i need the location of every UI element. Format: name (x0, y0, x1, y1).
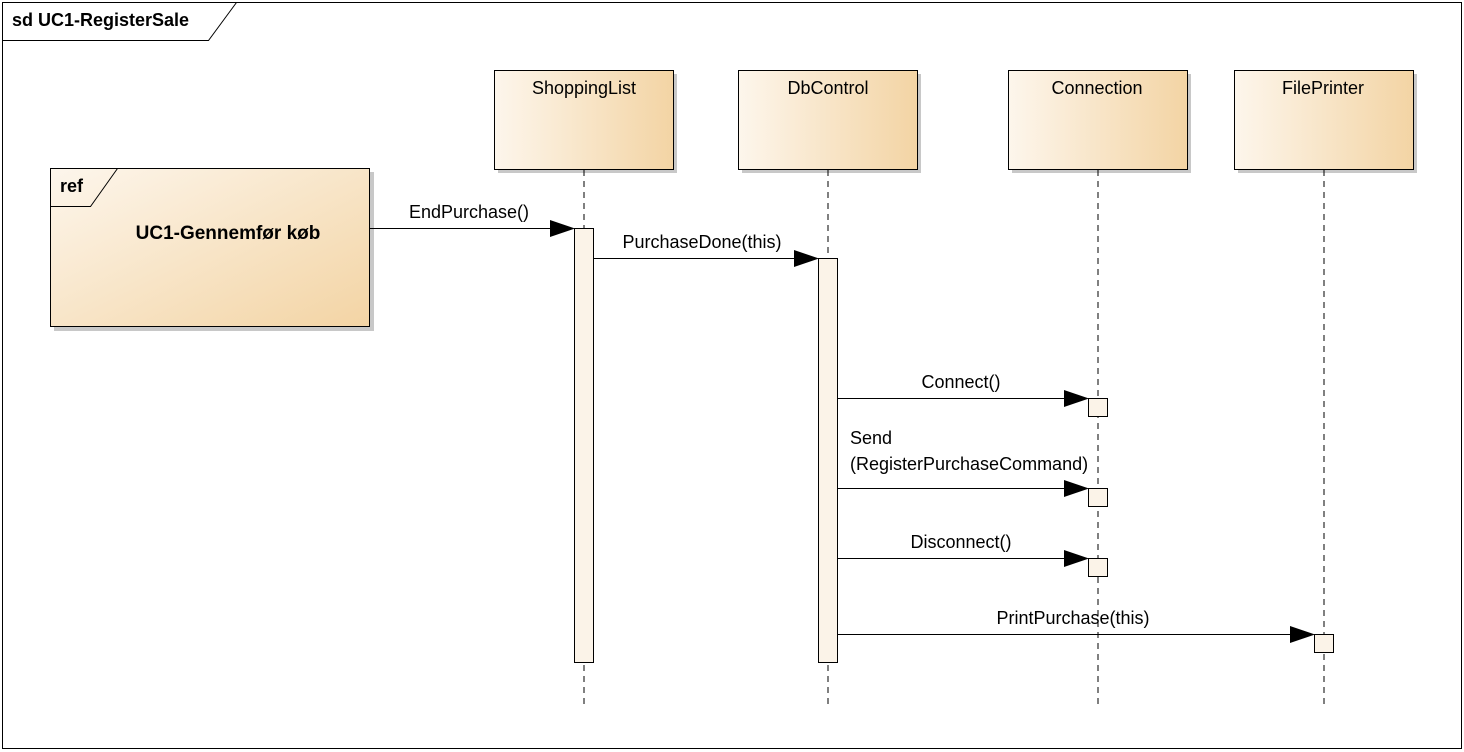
activation-connect (1088, 398, 1108, 417)
arrowhead-icon (1064, 390, 1089, 407)
arrowhead-icon (1064, 550, 1089, 567)
lifeline-label-connection: Connection (1051, 78, 1142, 98)
activation-print (1314, 634, 1334, 653)
ref-interaction[interactable]: ref UC1-Gennemfør køb (50, 168, 375, 332)
activation-db-control (818, 258, 838, 663)
message-connect[interactable]: Connect() (838, 372, 1089, 407)
activation-disconnect (1088, 558, 1108, 577)
message-label-line1: Send (850, 428, 892, 448)
ref-text: UC1-Gennemfør køb (136, 223, 321, 244)
frame-title: sd UC1-RegisterSale (12, 10, 189, 30)
message-label-line2: (RegisterPurchaseCommand) (850, 454, 1088, 474)
arrowhead-icon (794, 250, 819, 267)
message-purchase-done[interactable]: PurchaseDone(this) (594, 232, 819, 267)
lifeline-connection[interactable]: Connection (1008, 70, 1192, 705)
message-send[interactable]: Send (RegisterPurchaseCommand) (838, 428, 1089, 497)
activation-shopping-list (574, 228, 594, 663)
arrowhead-icon (550, 220, 575, 237)
lifeline-file-printer[interactable]: FilePrinter (1234, 70, 1418, 705)
lifeline-db-control[interactable]: DbControl (738, 70, 922, 705)
ref-tag: ref (60, 176, 84, 196)
arrowhead-icon (1064, 480, 1089, 497)
message-label: PurchaseDone(this) (622, 232, 781, 252)
lifeline-label-shopping-list: ShoppingList (532, 78, 636, 98)
lifeline-label-db-control: DbControl (787, 78, 868, 98)
message-label: EndPurchase() (409, 202, 529, 222)
arrowhead-icon (1290, 626, 1315, 643)
message-print-purchase[interactable]: PrintPurchase(this) (838, 608, 1315, 643)
message-label: Connect() (921, 372, 1000, 392)
activation-send (1088, 488, 1108, 507)
message-label: Disconnect() (910, 532, 1011, 552)
lifeline-label-file-printer: FilePrinter (1282, 78, 1364, 98)
message-disconnect[interactable]: Disconnect() (838, 532, 1089, 567)
message-end-purchase[interactable]: EndPurchase() (370, 202, 575, 237)
message-label: PrintPurchase(this) (996, 608, 1149, 628)
